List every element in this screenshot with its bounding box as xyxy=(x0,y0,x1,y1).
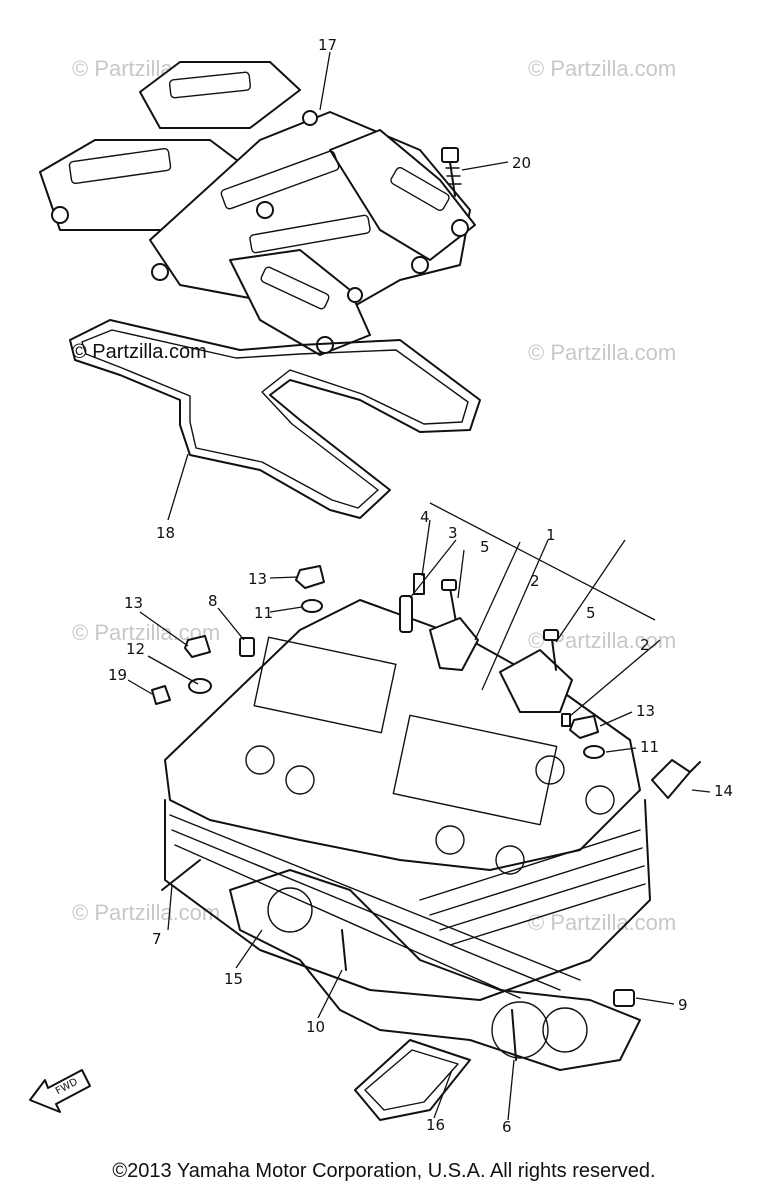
cap-nut-13 xyxy=(569,715,599,739)
label-9: 9 xyxy=(678,996,688,1014)
label-12: 12 xyxy=(126,640,145,658)
label-16: 16 xyxy=(426,1116,445,1134)
watermark: © Partzilla.com xyxy=(528,340,676,365)
label-8: 8 xyxy=(208,592,218,610)
label-20: 20 xyxy=(512,154,531,172)
dowel-9 xyxy=(613,989,635,1007)
bolt-5 xyxy=(449,587,457,623)
stud-6 xyxy=(511,1009,517,1061)
label-2: 2 xyxy=(530,572,540,590)
leader-lines xyxy=(127,51,711,1121)
dowel-2 xyxy=(561,713,571,727)
watermark: © Partzilla.com xyxy=(72,341,207,363)
cylinder-head xyxy=(164,599,651,1001)
tensioner-bracket xyxy=(429,617,479,671)
label-6: 6 xyxy=(502,1118,512,1136)
watermark: © Partzilla.com xyxy=(72,900,220,925)
bolt-20 xyxy=(441,147,462,197)
parts-diagram: © Partzilla.com © Partzilla.com © Partzi… xyxy=(29,36,733,1136)
copyright-notice: ©2013 Yamaha Motor Corporation, U.S.A. A… xyxy=(112,1160,656,1182)
label-4: 4 xyxy=(420,508,430,526)
stud-10 xyxy=(341,929,347,971)
cover-gasket xyxy=(69,319,481,519)
label-5: 5 xyxy=(480,538,490,556)
label-5: 5 xyxy=(586,604,596,622)
label-13: 13 xyxy=(124,594,143,612)
label-19: 19 xyxy=(108,666,127,684)
label-11: 11 xyxy=(640,738,659,756)
lower-gasket xyxy=(354,1039,471,1121)
label-13: 13 xyxy=(248,570,267,588)
label-2: 2 xyxy=(640,636,650,654)
part-labels: 17 20 18 4 3 5 1 2 5 2 13 11 13 8 12 19 … xyxy=(108,36,733,1136)
cylinder-head-cover xyxy=(39,61,476,356)
label-18: 18 xyxy=(156,524,175,542)
plug-19 xyxy=(151,685,171,705)
bracket-2 xyxy=(499,649,573,713)
label-1: 1 xyxy=(546,526,556,544)
spark-plug-14 xyxy=(651,759,691,799)
spring-4 xyxy=(413,573,425,595)
cap-nut-13 xyxy=(295,565,325,589)
dowel-8 xyxy=(239,637,255,657)
cap-nut-13 xyxy=(184,635,211,658)
watermark: © Partzilla.com xyxy=(528,910,676,935)
label-17: 17 xyxy=(318,36,337,54)
head-gasket xyxy=(229,869,641,1071)
label-7: 7 xyxy=(152,930,162,948)
washer-11 xyxy=(301,599,323,613)
stud-7 xyxy=(161,859,201,891)
label-10: 10 xyxy=(306,1018,325,1036)
fwd-arrow: FWD xyxy=(29,1069,91,1113)
pin-3 xyxy=(399,595,413,633)
small-parts xyxy=(151,565,701,1061)
watermark: © Partzilla.com xyxy=(528,56,676,81)
label-14: 14 xyxy=(714,782,733,800)
label-11: 11 xyxy=(254,604,273,622)
label-15: 15 xyxy=(224,970,243,988)
label-3: 3 xyxy=(448,524,458,542)
washer-11 xyxy=(583,745,605,759)
bolt-5 xyxy=(551,639,557,671)
label-13: 13 xyxy=(636,702,655,720)
